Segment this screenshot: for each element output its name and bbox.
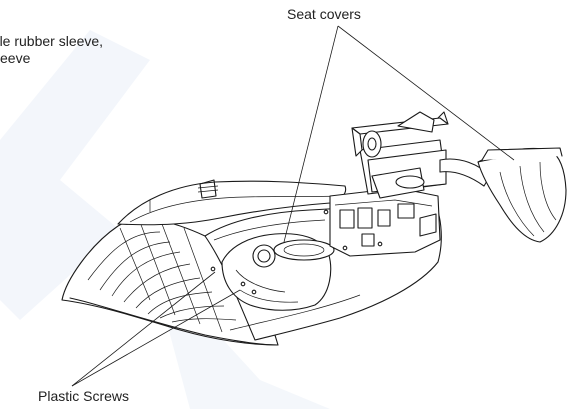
background-watermark (0, 30, 330, 409)
rubber-sleeve-label-line2: eeve (0, 50, 31, 66)
mechanism-block (323, 187, 441, 257)
rubber-sleeve-label-line1: ndle rubber sleeve, (0, 33, 104, 49)
plastic-screws-label: Plastic Screws (38, 388, 130, 404)
top-plate (117, 179, 347, 226)
leader-lines (71, 25, 515, 387)
rubber-sleeve-label: ndle rubber sleeve, eeve (0, 33, 103, 67)
seat-cover (477, 147, 567, 243)
seat-covers-label: Seat covers (287, 6, 361, 22)
upper-bracket (351, 111, 491, 199)
front-housing (210, 233, 335, 311)
